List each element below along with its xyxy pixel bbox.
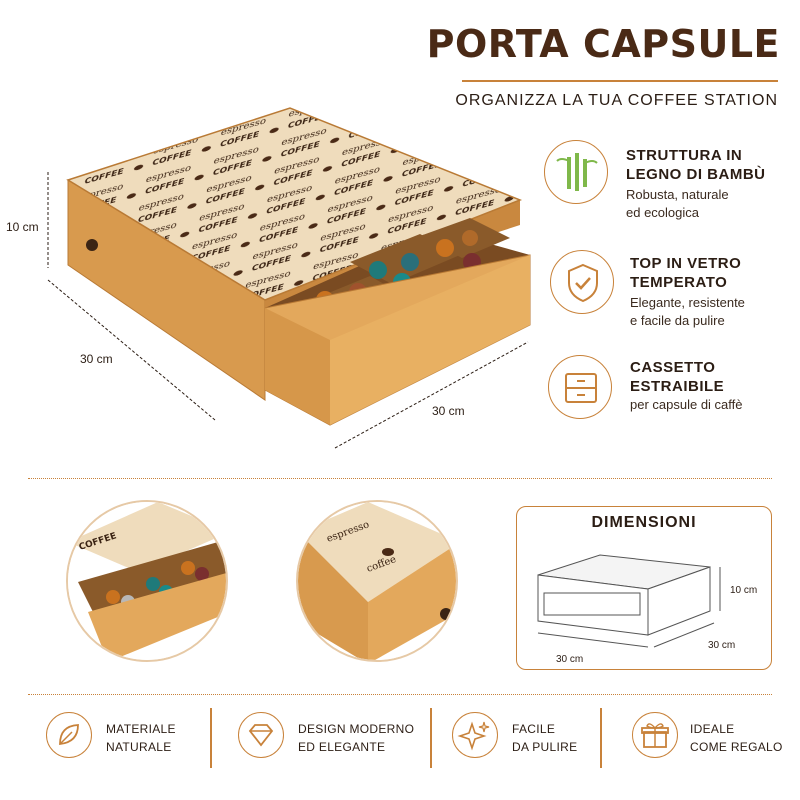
dim-box-depth: 30 cm [556,654,584,665]
height-label: 10 cm [6,220,39,234]
bottom-feature-clean: FACILE DA PULIRE [512,722,578,754]
width-dimension-line [334,341,529,449]
bottom-separator [210,708,212,768]
feature-title-glass: TOP IN VETRO TEMPERATO [630,255,742,291]
product-top-surface [66,107,523,301]
bottom-divider [28,694,772,695]
gift-icon [632,712,678,758]
feature-title-drawer: CASSETTO ESTRAIBILE [630,359,725,395]
dim-box-width: 30 cm [708,640,736,651]
width-label: 30 cm [432,404,465,418]
bottom-separator [600,708,602,768]
brand-logo [86,239,98,251]
title-divider [462,80,778,82]
drawer-icon [548,355,612,419]
bottom-feature-gift: IDEALE COME REGALO [690,722,783,754]
feature-title-bamboo: STRUTTURA IN LEGNO DI BAMBÙ [626,147,766,183]
bottom-feature-design: DESIGN MODERNO ED ELEGANTE [298,722,415,754]
dim-box-height: 10 cm [730,585,758,596]
dimensions-diagram [537,554,721,648]
depth-dimension-line [47,279,216,421]
diamond-icon [238,712,284,758]
feature-desc-drawer: per capsule di caffè [630,397,743,412]
product-illustration: espresso COFFEE [47,107,531,449]
dimensions-title: DIMENSIONI [591,514,697,531]
bottom-feature-natural: MATERIALE NATURALE [106,722,176,754]
bottom-separator [430,708,432,768]
page-subtitle: ORGANIZZA LA TUA COFFEE STATION [455,92,778,109]
bamboo-icon [544,140,608,204]
feature-desc-glass: Elegante, resistente e facile da pulire [630,295,745,328]
leaf-icon [46,712,92,758]
feature-desc-bamboo: Robusta, naturale ed ecologica [626,187,729,220]
zoom-drawer-image: COFFEE [66,500,228,662]
zoom-top-image: espresso coffee [296,500,458,662]
shield-check-icon [550,250,614,314]
sparkle-icon [452,712,498,758]
section-divider [28,478,772,479]
dimensions-panel [516,506,772,670]
depth-label: 30 cm [80,352,113,366]
page-title: PORTA CAPSULE [426,22,780,66]
